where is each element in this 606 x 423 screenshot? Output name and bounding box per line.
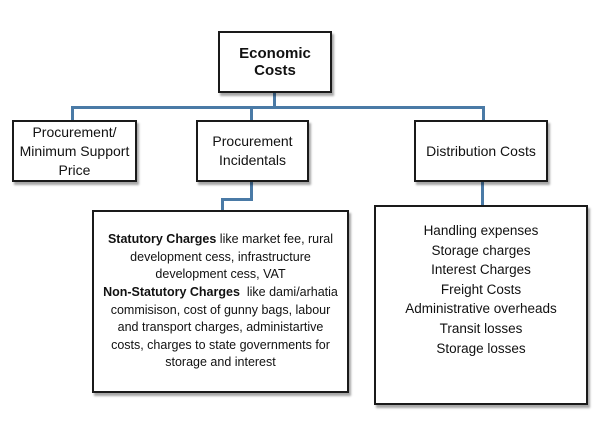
distribution-costs-label: Distribution Costs <box>426 143 536 159</box>
non-statutory-charges-text: like dami/arhatia commisison, cost of gu… <box>110 284 342 370</box>
procurement-msp-line-1: Procurement/ <box>32 123 117 140</box>
distribution-item: Storage losses <box>436 340 526 356</box>
procurement-incidentals-line-2: Incidentals <box>219 152 286 168</box>
distribution-costs-node: Distribution Costs <box>414 120 548 182</box>
distribution-item: Storage charges <box>431 242 531 258</box>
statutory-charges-text: like market fee, rural development cess,… <box>130 232 334 282</box>
connector-to-procurement-msp <box>71 106 74 121</box>
procurement-msp-line-3: Price <box>58 161 91 178</box>
connector-to-procurement-incidentals <box>250 106 253 121</box>
connector-incidentals-down <box>250 182 253 200</box>
procurement-incidentals-detail: Statutory Charges like market fee, rural… <box>92 210 349 393</box>
procurement-msp-line-2: Minimum Support <box>19 142 130 159</box>
economic-costs-node: Economic Costs <box>218 31 332 93</box>
distribution-item: Transit losses <box>439 320 523 336</box>
distribution-item: Handling expenses <box>423 223 539 238</box>
non-statutory-charges-heading: Non-Statutory Charges <box>103 284 240 299</box>
connector-root-down <box>273 93 276 108</box>
connector-to-distribution-costs <box>482 106 485 121</box>
economic-costs-label: Economic Costs <box>239 45 311 79</box>
connector-distribution-detail <box>481 182 484 206</box>
procurement-incidentals-line-1: Procurement <box>212 133 293 149</box>
statutory-charges-heading: Statutory Charges <box>107 232 217 247</box>
distribution-item: Interest Charges <box>431 262 531 278</box>
connector-incidentals-jog <box>221 198 253 201</box>
distribution-item: Administrative overheads <box>405 301 557 317</box>
distribution-costs-list: Handling expenses Storage charges Intere… <box>405 221 557 358</box>
distribution-item: Freight Costs <box>440 281 522 297</box>
connector-horizontal <box>71 106 485 109</box>
distribution-costs-detail: Handling expenses Storage charges Intere… <box>374 205 588 405</box>
procurement-msp-node: Procurement/ Minimum Support Price <box>12 120 137 182</box>
connector-incidentals-detail <box>221 198 224 211</box>
procurement-incidentals-node: Procurement Incidentals <box>196 120 309 182</box>
